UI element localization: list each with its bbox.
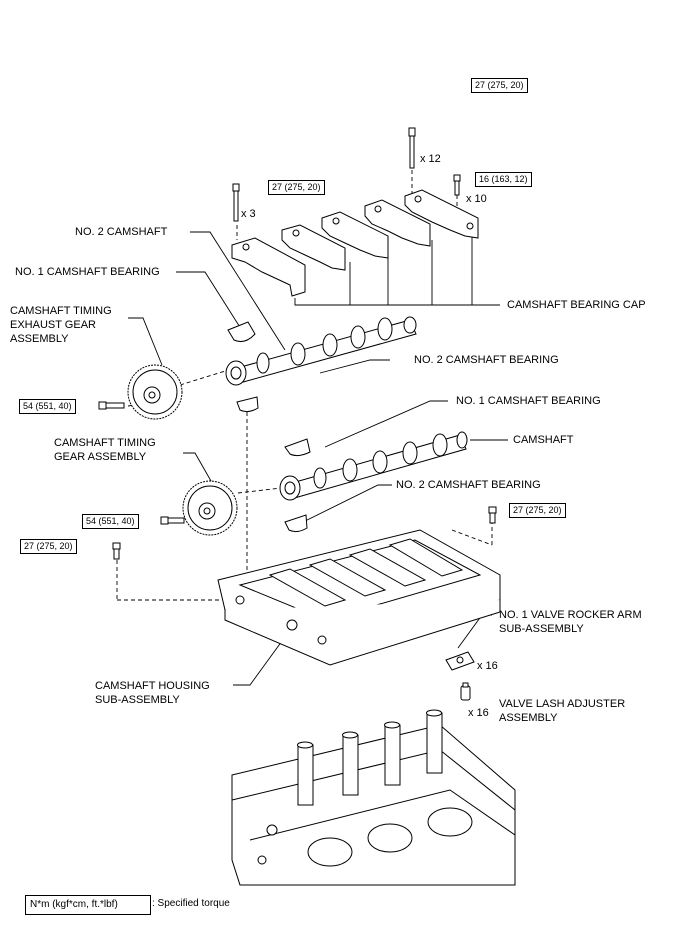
label-no1-camshaft-bearing-2: NO. 1 CAMSHAFT BEARING — [456, 395, 601, 407]
qty-right-cap-bolts: x 10 — [466, 193, 487, 205]
qty-lash-adjusters: x 16 — [468, 707, 489, 719]
label-camshaft: CAMSHAFT — [513, 434, 574, 446]
label-no2-camshaft-bearing-2: NO. 2 CAMSHAFT BEARING — [396, 479, 541, 491]
label-rocker-arm: NO. 1 VALVE ROCKER ARM SUB-ASSEMBLY — [499, 609, 642, 635]
torque-housing-right: 27 (275, 20) — [509, 503, 566, 518]
label-camshaft-bearing-cap: CAMSHAFT BEARING CAP — [507, 299, 646, 311]
intake-timing-gear — [182, 480, 238, 536]
label-no1-camshaft-bearing-top: NO. 1 CAMSHAFT BEARING — [15, 266, 160, 278]
torque-right-cap: 16 (163, 12) — [475, 172, 532, 187]
torque-top: 27 (275, 20) — [471, 78, 528, 93]
bolt-intake — [160, 516, 185, 525]
label-lash-adjuster: VALVE LASH ADJUSTER ASSEMBLY — [499, 698, 626, 724]
qty-rocker-arms: x 16 — [477, 660, 498, 672]
bolt-housing-right — [488, 506, 497, 524]
label-no2-camshaft-bearing-1: NO. 2 CAMSHAFT BEARING — [414, 354, 559, 366]
bolt-top — [408, 127, 416, 169]
torque-exhaust-gear: 54 (551, 40) — [19, 399, 76, 414]
bolt-right-cap — [453, 174, 461, 196]
legend-unit-box: N*m (kgf*cm, ft.*lbf) — [25, 895, 151, 915]
exhaust-timing-gear — [127, 364, 183, 420]
cylinder-head — [231, 709, 516, 886]
bolt-left-cap — [232, 183, 240, 222]
intake-camshaft — [279, 431, 468, 501]
label-timing-gear: CAMSHAFT TIMING GEAR ASSEMBLY — [54, 437, 156, 463]
qty-left-cap-bolts: x 3 — [241, 208, 256, 220]
qty-top-bolts: x 12 — [420, 153, 441, 165]
bolt-exhaust — [98, 401, 125, 410]
bearing-caps — [231, 189, 479, 297]
torque-intake-gear: 54 (551, 40) — [82, 514, 139, 529]
no2-camshaft — [225, 316, 417, 386]
torque-left-cap: 27 (275, 20) — [268, 180, 325, 195]
legend-description: : Specified torque — [152, 898, 230, 909]
label-no2-camshaft: NO. 2 CAMSHAFT — [75, 226, 168, 238]
torque-housing-left: 27 (275, 20) — [20, 539, 77, 554]
label-camshaft-housing: CAMSHAFT HOUSING SUB-ASSEMBLY — [95, 680, 210, 706]
camshaft-housing — [217, 529, 501, 666]
bolt-housing-left — [112, 542, 121, 560]
lash-adjuster — [460, 682, 471, 701]
label-exhaust-timing-gear: CAMSHAFT TIMING EXHAUST GEAR ASSEMBLY — [10, 305, 112, 345]
rocker-arm — [445, 651, 475, 671]
bearing-shells — [227, 321, 311, 533]
